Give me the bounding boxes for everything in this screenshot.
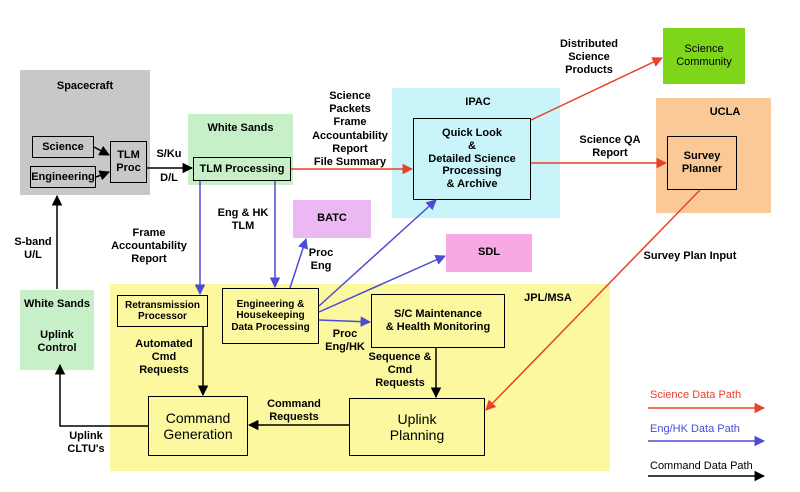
white-sands-top-title: White Sands [207, 122, 274, 134]
arrow-science-to-tlm-proc [93, 145, 110, 156]
batc-region [293, 200, 371, 238]
label-frame-accountability: Frame Accountability Report [111, 227, 187, 266]
label-command-requests: Command Requests [267, 398, 321, 424]
legend-science-label: Science Data Path [650, 389, 742, 401]
survey-planner-box: Survey Planner [667, 136, 737, 190]
arrow-cmdgen-to-uplink-control [54, 363, 148, 427]
sdl-title: SDL [478, 246, 500, 258]
label-sequence-cmd: Sequence & Cmd Requests [368, 351, 432, 390]
arrow-eng-to-batc [289, 238, 309, 289]
spacecraft-title: Spacecraft [56, 80, 114, 92]
uplink-planning-box: Uplink Planning [349, 398, 485, 456]
label-science-packets: Science Packets Frame Accountability Rep… [312, 90, 388, 168]
sdl-region [446, 234, 532, 272]
label-proc-eng: Proc Eng [308, 247, 334, 273]
label-s-ku: S/Ku [156, 148, 182, 160]
quick-look-box: Quick Look & Detailed Science Processing… [413, 118, 531, 200]
arrow-eng-to-ipac [318, 199, 437, 307]
ucla-title: UCLA [709, 106, 741, 118]
science-community-box: Science Community [663, 28, 745, 84]
uplink-control-box: Uplink Control [20, 320, 94, 364]
batc-title: BATC [317, 212, 347, 224]
arrow-engineering-to-tlm-proc [95, 170, 110, 181]
label-s-band: S-band U/L [14, 236, 52, 262]
label-eng-hk-tlm: Eng & HK TLM [217, 207, 269, 233]
label-distributed-products: Distributed Science Products [559, 38, 619, 77]
legend-eng-label: Eng/HK Data Path [650, 423, 740, 435]
arrow-ipac-to-community [530, 57, 663, 121]
tlm-proc-box: TLM Proc [110, 141, 147, 183]
science-box: Science [32, 136, 94, 158]
arrow-eng-to-sdl [318, 255, 446, 313]
eng-hk-proc-box: Engineering & Housekeeping Data Processi… [222, 288, 319, 344]
label-science-qa: Science QA Report [579, 134, 641, 160]
engineering-box: Engineering [30, 166, 96, 188]
white-sands-uplink-title: White Sands [23, 298, 90, 310]
ipac-title: IPAC [465, 96, 491, 108]
legend-command-label: Command Data Path [650, 460, 753, 472]
retransmission-box: Retransmission Processor [117, 295, 208, 327]
label-proc-eng-hk: Proc Eng/HK [325, 328, 365, 354]
label-automated-cmd: Automated Cmd Requests [135, 338, 193, 377]
arrow-eng-to-sc-maintenance [318, 316, 372, 327]
jpl-msa-title: JPL/MSA [524, 292, 572, 304]
command-generation-box: Command Generation [148, 396, 248, 456]
label-survey-plan-input: Survey Plan Input [643, 250, 737, 262]
tlm-processing-box: TLM Processing [193, 157, 291, 181]
arrow-survey-to-uplink-planning [485, 189, 701, 411]
sc-maintenance-box: S/C Maintenance & Health Monitoring [371, 294, 505, 348]
label-uplink-cltu: Uplink CLTU's [67, 430, 105, 456]
label-d-l: D/L [160, 172, 178, 184]
